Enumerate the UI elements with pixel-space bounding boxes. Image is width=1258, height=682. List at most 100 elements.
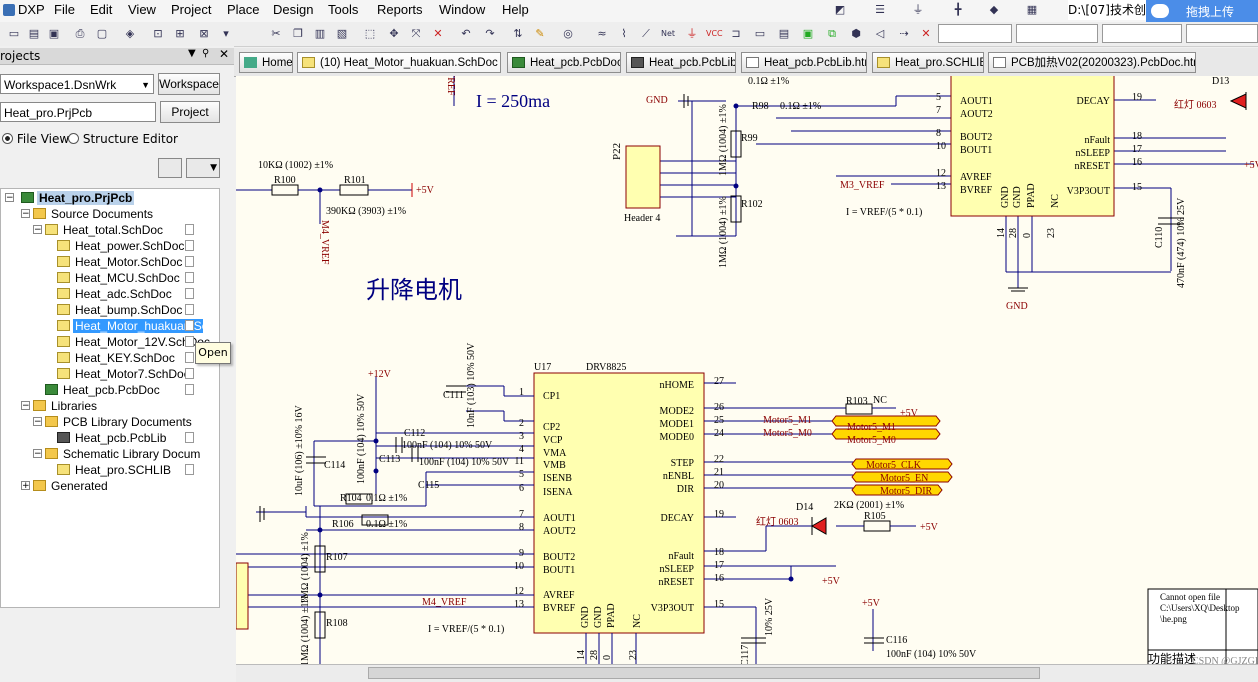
tree-item[interactable]: Heat_pcb.PcbLib — [57, 430, 168, 446]
gnd-port-icon[interactable]: ⏚ — [686, 27, 698, 40]
menu-file[interactable]: File — [54, 2, 75, 17]
dxp-icon[interactable] — [3, 4, 15, 16]
tree-item[interactable]: Heat_bump.SchDoc — [57, 302, 184, 318]
tree-item[interactable]: Heat_pro.SCHLIB — [57, 462, 173, 478]
tree-item[interactable]: Heat_KEY.SchDoc — [57, 350, 177, 366]
no-connect-icon[interactable]: ✕ — [921, 27, 931, 40]
tree-item[interactable]: Heat_pcb.PcbDoc — [45, 382, 162, 398]
expand-toggle-icon[interactable]: − — [21, 209, 30, 219]
align-icon[interactable]: ☰ — [875, 3, 885, 16]
toolbar-combo-1[interactable] — [938, 24, 1012, 43]
wire-icon[interactable]: ╋ — [954, 3, 962, 16]
paste-icon[interactable]: ▥ — [314, 27, 326, 40]
move-icon[interactable]: ✥ — [389, 27, 399, 40]
tab-pcb-lib[interactable]: Heat_pcb.PcbLib — [626, 52, 736, 73]
deselect-icon[interactable]: ⤧ — [411, 27, 421, 40]
port-icon[interactable]: ⬢ — [851, 27, 861, 40]
menu-window[interactable]: Window — [439, 2, 486, 17]
tree-item[interactable]: Heat_pro.PrjPcb — [21, 190, 135, 206]
tree-item[interactable]: Schematic Library Docum — [45, 446, 202, 462]
schematic-canvas[interactable]: I = 250ma 升降电机 10KΩ (1002) ±1% R100 R101… — [236, 76, 1258, 666]
shapes-icon[interactable]: ◆ — [989, 3, 999, 16]
horizontal-scrollbar[interactable] — [236, 664, 1258, 682]
structure-editor-radio[interactable]: Structure Editor — [68, 132, 178, 146]
tab-pcb-lib-htm[interactable]: Heat_pcb.PcbLib.htm — [741, 52, 867, 73]
menu-view[interactable]: View — [128, 2, 156, 17]
redo-icon[interactable]: ↷ — [485, 27, 495, 40]
tab-pcb-heat-htm[interactable]: PCB加热V02(20200323).PcbDoc.htm — [988, 52, 1196, 73]
workspace-select[interactable]: Workspace1.DsnWrk ▼ — [0, 74, 154, 94]
toolbar-combo-2[interactable] — [1016, 24, 1098, 43]
path-field[interactable]: D:\[07]技术创 — [1068, 0, 1148, 20]
place-part-icon[interactable]: ⊐ — [731, 27, 741, 40]
copy-icon[interactable]: ❐ — [293, 27, 303, 40]
tree-item[interactable]: Libraries — [33, 398, 99, 414]
tree-item[interactable]: Heat_Motor_12V.SchDoc — [57, 334, 212, 350]
cut-icon[interactable]: ✂ — [271, 27, 281, 40]
tree-item[interactable]: Heat_power.SchDoc — [57, 238, 186, 254]
project-options-icon[interactable] — [158, 158, 182, 178]
sheet-symbol-icon[interactable]: ▭ — [754, 27, 766, 40]
expand-toggle-icon[interactable]: − — [21, 401, 30, 411]
place-bus-icon[interactable]: ⌇ — [621, 27, 627, 40]
expand-toggle-icon[interactable]: − — [33, 417, 42, 427]
menu-place[interactable]: Place — [227, 2, 260, 17]
menu-dxp[interactable]: DXP — [18, 2, 45, 17]
tree-item[interactable]: PCB Library Documents — [45, 414, 194, 430]
device-sheet-icon[interactable]: ▣ — [802, 27, 814, 40]
tab-pcb-doc[interactable]: Heat_pcb.PcbDoc — [507, 52, 621, 73]
save-icon[interactable]: ▣ — [48, 27, 60, 40]
browse-icon[interactable]: ◎ — [563, 27, 573, 40]
grid-icon[interactable]: ▦ — [1026, 3, 1038, 16]
toolbar-combo-3[interactable] — [1102, 24, 1182, 43]
folder-icon[interactable]: ▤ — [28, 27, 40, 40]
menu-tools[interactable]: Tools — [328, 2, 359, 17]
tab-motor-huakuan[interactable]: (10) Heat_Motor_huakuan.SchDoc — [297, 52, 501, 73]
file-view-radio[interactable]: File View — [2, 132, 69, 146]
menu-project[interactable]: Project — [171, 2, 212, 17]
menu-design[interactable]: Design — [273, 2, 314, 17]
tool-icon[interactable]: ◩ — [834, 3, 846, 16]
clear-filter-icon[interactable]: ✕ — [433, 27, 443, 40]
layers-icon[interactable]: ◈ — [125, 27, 135, 40]
cloud-upload-button[interactable]: 拖拽上传 — [1146, 0, 1258, 24]
zoom-fit-icon[interactable]: ⊡ — [153, 27, 163, 40]
tree-item[interactable]: Heat_Motor.SchDoc — [57, 254, 184, 270]
expand-toggle-icon[interactable]: + — [21, 481, 30, 491]
undo-icon[interactable]: ↶ — [461, 27, 471, 40]
tree-item[interactable]: Heat_adc.SchDoc — [57, 286, 174, 302]
project-select[interactable]: Heat_pro.PrjPcb — [0, 102, 156, 122]
zoom-select-icon[interactable]: ⊠ — [199, 27, 209, 40]
off-sheet-icon[interactable]: ◁ — [875, 27, 885, 40]
new-document-icon[interactable]: ▼ — [186, 158, 220, 178]
toolbar-combo-4[interactable] — [1186, 24, 1258, 43]
hierarchy-icon[interactable]: ⇅ — [513, 27, 523, 40]
zoom-area-icon[interactable]: ⊞ — [175, 27, 185, 40]
expand-toggle-icon[interactable]: − — [33, 449, 42, 459]
print-preview-icon[interactable]: ▢ — [96, 27, 108, 40]
tab-schlib[interactable]: Heat_pro.SCHLIB — [872, 52, 984, 73]
menu-edit[interactable]: Edit — [90, 2, 113, 17]
vcc-port-icon[interactable]: VCC — [706, 29, 723, 38]
workspace-button[interactable]: Workspace — [158, 73, 220, 95]
power-port-icon[interactable]: ⏚ — [912, 3, 924, 16]
tree-item[interactable]: Heat_Motor_huakuan.SchDoc — [57, 318, 203, 334]
tree-item[interactable]: Source Documents — [33, 206, 155, 222]
menu-help[interactable]: Help — [502, 2, 529, 17]
select-area-icon[interactable]: ⬚ — [364, 27, 376, 40]
tree-item[interactable]: Heat_total.SchDoc — [45, 222, 165, 238]
pin-icon[interactable]: ⚲ — [202, 48, 210, 59]
place-wire-icon[interactable]: ≈ — [597, 27, 607, 40]
print-icon[interactable]: ⎙ — [75, 27, 85, 40]
close-icon[interactable]: ✕ — [219, 47, 230, 61]
place-bus-entry-icon[interactable]: ⟋ — [642, 27, 650, 40]
open-icon[interactable]: ▭ — [8, 27, 20, 40]
cross-probe-icon[interactable]: ✎ — [535, 27, 545, 40]
menu-reports[interactable]: Reports — [377, 2, 423, 17]
rubber-stamp-icon[interactable]: ▧ — [336, 27, 348, 40]
tree-item[interactable]: Heat_Motor7.SchDoc — [57, 366, 192, 382]
project-button[interactable]: Project — [160, 101, 220, 123]
dropdown-icon[interactable]: ▼ — [188, 48, 196, 59]
scrollbar-thumb[interactable] — [368, 667, 1040, 679]
filter-icon[interactable]: ▾ — [223, 27, 229, 40]
